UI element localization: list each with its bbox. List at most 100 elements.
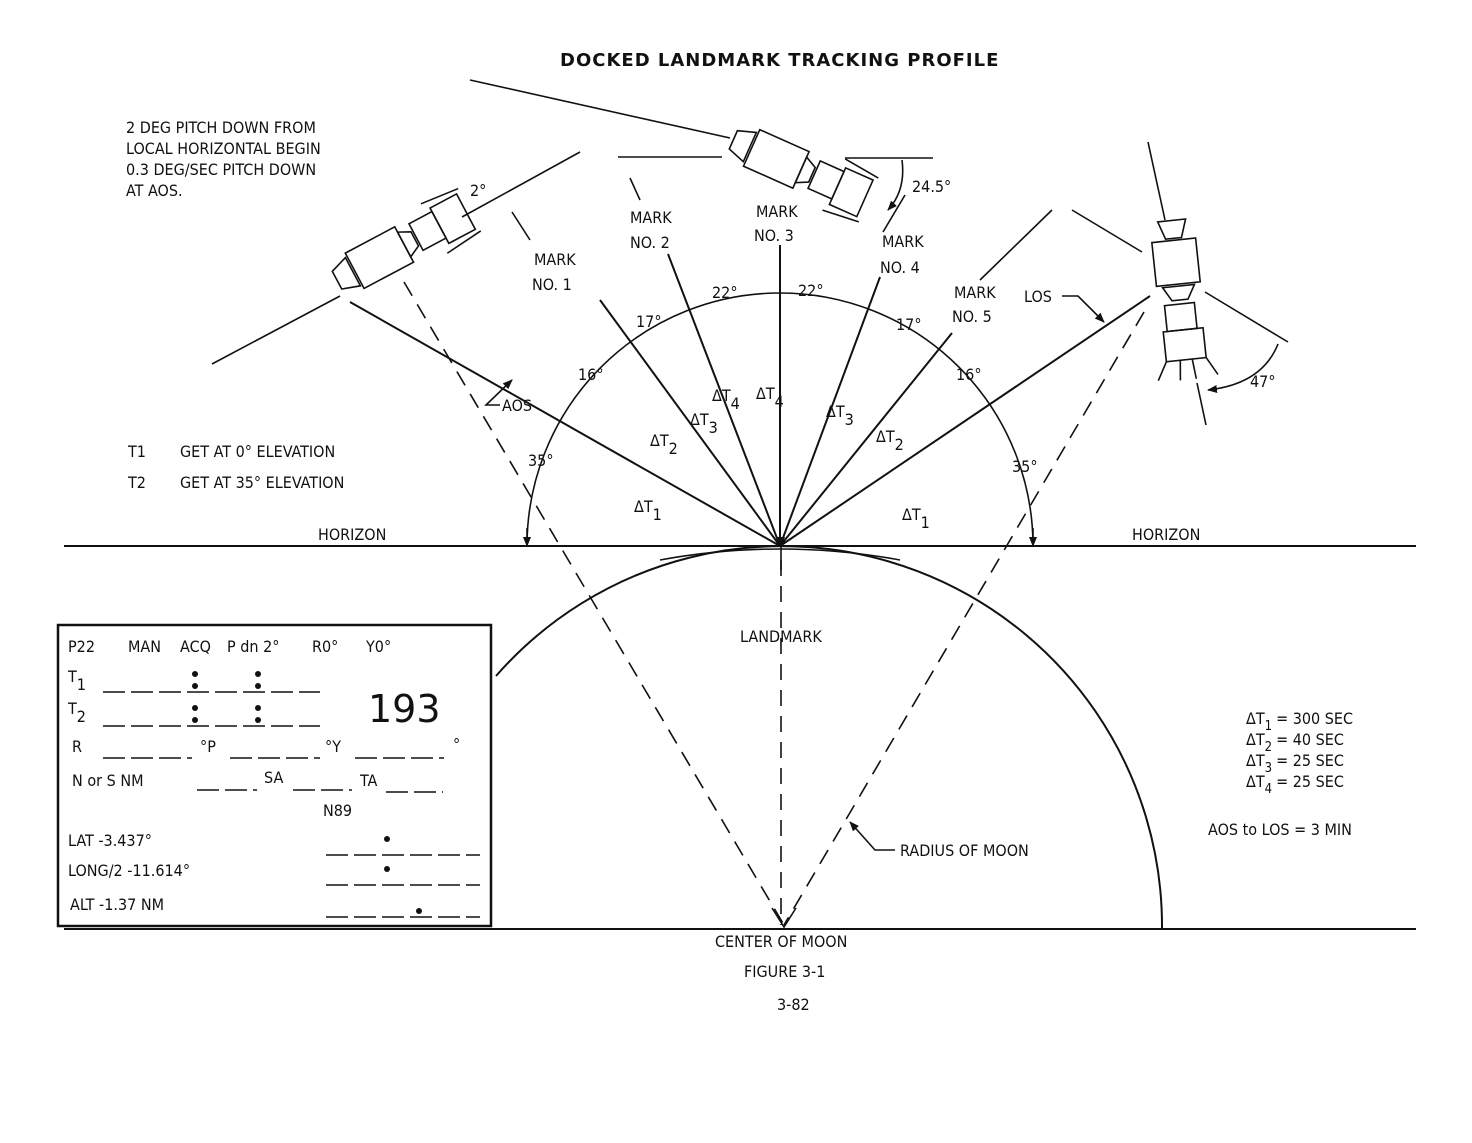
marks-1-text: NO. 1 xyxy=(532,275,572,294)
card-r-text: R xyxy=(72,737,82,756)
moon-surface-bump xyxy=(659,548,901,561)
marks-0-text: MARK xyxy=(882,232,924,251)
legend-t1-label-text: T1 xyxy=(127,442,146,461)
card-t2-text: T xyxy=(67,699,77,718)
deltas-s3-text: 3 xyxy=(709,418,718,437)
aos-label: AOS xyxy=(502,396,532,415)
timing-rows-0-value-text: = 300 SEC xyxy=(1276,709,1353,728)
deltas-sym-text: ΔT xyxy=(690,410,709,429)
pitch-note: 2 DEG PITCH DOWN FROM LOCAL HORIZONTAL B… xyxy=(126,118,321,200)
deltas-sym-text: ΔT xyxy=(1246,772,1265,791)
deltas-sym-text: ΔT xyxy=(650,431,669,450)
diagram-title: DOCKED LANDMARK TRACKING PROFILE xyxy=(560,50,999,71)
card-ta-text: TA xyxy=(359,771,378,790)
spacecraft-mark3-icon xyxy=(469,79,933,223)
svg-text:ΔT3: ΔT3 xyxy=(690,410,718,437)
deltas-sym-text: ΔT xyxy=(1246,709,1265,728)
marks-3-text: NO. 3 xyxy=(754,226,794,245)
angles-a2-text: 2° xyxy=(470,181,486,200)
svg-text:ΔT2: ΔT2 xyxy=(876,427,904,454)
note-2-text: 0.3 DEG/SEC PITCH DOWN xyxy=(126,160,316,179)
center-label: CENTER OF MOON xyxy=(715,932,847,951)
marks-2-text: NO. 2 xyxy=(630,233,670,252)
card-t1sub-text: 1 xyxy=(77,675,86,694)
spacecraft-aos-icon xyxy=(211,151,581,365)
svg-text:ΔT2= 40 SEC: ΔT2 = 40 SEC xyxy=(1246,730,1344,755)
svg-text:ΔT4: ΔT4 xyxy=(756,384,784,411)
moon-surface-arc xyxy=(495,545,1164,930)
timing-rows-1-sub-text: 2 xyxy=(1265,740,1272,755)
svg-text:ΔT1: ΔT1 xyxy=(634,497,662,524)
svg-text:T1: T1 xyxy=(67,667,86,694)
marks-0-text: MARK xyxy=(630,208,672,227)
p22-card: P22 MAN ACQ P dn 2° R0° Y0° T1 T2 193 R … xyxy=(56,623,493,928)
timing-table: ΔT1= 300 SEC ΔT2= 40 SEC ΔT3= 25 SEC ΔT4… xyxy=(1208,709,1353,839)
card-p-text: °P xyxy=(200,737,216,756)
angles-a24-text: 24.5° xyxy=(912,177,951,196)
landmark-label: LANDMARK xyxy=(740,627,822,646)
legend-t2-label-text: T2 xyxy=(127,473,146,492)
timing-rows-1-value-text: = 40 SEC xyxy=(1276,730,1344,749)
angles-a16-text: 16° xyxy=(956,365,982,384)
angles-a22-text: 22° xyxy=(712,283,738,302)
sight-lines xyxy=(349,245,1151,547)
svg-text:ΔT1= 300 SEC: ΔT1= 300 SEC xyxy=(1246,709,1353,734)
elevation-arc xyxy=(526,292,1034,547)
angles-a16-text: 16° xyxy=(578,365,604,384)
card-header-5-text: Y0° xyxy=(365,637,391,656)
card-long-text: LONG/2 -11.614° xyxy=(68,861,190,880)
angle-labels: 2° 24.5° 47° 35° 35° 16° 16° 17° 17° 22°… xyxy=(470,177,1276,476)
deltas-s1-text: 1 xyxy=(653,505,662,524)
card-lat-text: LAT -3.437° xyxy=(68,831,152,850)
note-0-text: 2 DEG PITCH DOWN FROM xyxy=(126,118,316,137)
marks-0-text: MARK xyxy=(954,283,996,302)
deltas-s1-text: 1 xyxy=(921,513,930,532)
angles-a35-text: 35° xyxy=(1012,457,1038,476)
delta-labels: ΔT1 ΔT1 ΔT2 ΔT2 ΔT3 ΔT3 ΔT4 ΔT4 xyxy=(634,384,930,532)
svg-text:ΔT4: ΔT4 xyxy=(712,386,740,413)
angles-a35-text: 35° xyxy=(528,451,554,470)
deltas-sym-text: ΔT xyxy=(876,427,895,446)
angles-a22-text: 22° xyxy=(798,281,824,300)
card-header-3-text: P dn 2° xyxy=(227,637,279,656)
page-number: 3-82 xyxy=(777,995,810,1014)
card-t1-text: T xyxy=(67,667,77,686)
svg-text:ΔT3: ΔT3 xyxy=(826,402,854,429)
deltas-s2-text: 2 xyxy=(895,435,904,454)
marks-4-text: NO. 4 xyxy=(880,258,920,277)
figure-label: FIGURE 3-1 xyxy=(744,962,825,981)
radius-label: RADIUS OF MOON xyxy=(900,841,1029,860)
deltas-sym-text: ΔT xyxy=(1246,730,1265,749)
svg-text:T2: T2 xyxy=(67,699,86,726)
horizon-label-right: HORIZON xyxy=(1132,525,1200,544)
spacecraft-los-icon xyxy=(1071,141,1289,426)
card-deg-text: ° xyxy=(453,735,460,754)
svg-text:ΔT2: ΔT2 xyxy=(650,431,678,458)
note-1-text: LOCAL HORIZONTAL BEGIN xyxy=(126,139,321,158)
legend-t2-text-text: GET AT 35° ELEVATION xyxy=(180,473,344,492)
horizon-label-left: HORIZON xyxy=(318,525,386,544)
deltas-sym-text: ΔT xyxy=(1246,751,1265,770)
radius-right xyxy=(783,311,1145,926)
radius-left xyxy=(403,281,785,926)
deltas-s2-text: 2 xyxy=(669,439,678,458)
los-label: LOS xyxy=(1024,287,1052,306)
deltas-s4-text: 4 xyxy=(775,392,784,411)
deltas-s3-text: 3 xyxy=(845,410,854,429)
mark-labels: MARK NO. 1 MARK NO. 2 MARK NO. 3 MARK NO… xyxy=(532,202,996,326)
card-header-0-text: P22 xyxy=(68,637,95,656)
card-y-text: °Y xyxy=(325,737,341,756)
angles-a47-text: 47° xyxy=(1250,372,1276,391)
svg-text:ΔT3= 25 SEC: ΔT3= 25 SEC xyxy=(1246,751,1344,776)
card-header-1-text: MAN xyxy=(128,637,161,656)
deltas-sym-text: ΔT xyxy=(712,386,731,405)
timing-rows-2-value-text: = 25 SEC xyxy=(1276,751,1344,770)
card-number: 193 xyxy=(368,687,441,731)
card-t2sub-text: 2 xyxy=(77,707,86,726)
timing-rows-3-sub-text: 4 xyxy=(1265,782,1272,797)
timing-aos_los-text: AOS to LOS = 3 MIN xyxy=(1208,820,1352,839)
deltas-s4-text: 4 xyxy=(731,394,740,413)
card-sa-text: SA xyxy=(264,768,283,787)
card-noun-text: N89 xyxy=(323,801,352,820)
